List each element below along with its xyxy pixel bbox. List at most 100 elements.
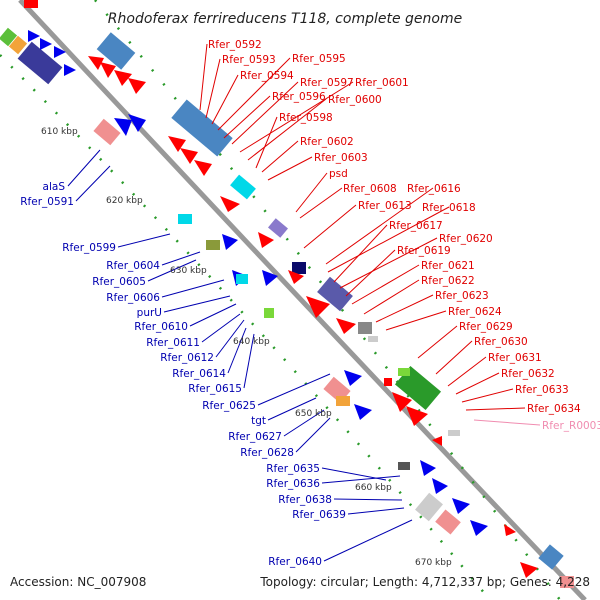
scale-label: 650 kbp: [295, 409, 332, 419]
gene-arrow: [88, 56, 104, 70]
gene-label[interactable]: Rfer_0597: [300, 77, 354, 89]
gene-label[interactable]: Rfer_0615: [188, 383, 242, 395]
gene-feature: [230, 174, 256, 200]
gene-label[interactable]: Rfer_0610: [134, 321, 188, 333]
gene-feature: [93, 118, 121, 146]
gene-arrow: [432, 478, 448, 494]
gene-label[interactable]: Rfer_0627: [228, 431, 282, 443]
gene-arrow: [220, 196, 240, 212]
gene-feature: [96, 32, 136, 70]
gene-feature: [264, 308, 274, 318]
gene-label[interactable]: Rfer_0605: [92, 276, 146, 288]
gene-label[interactable]: Rfer_0602: [300, 136, 354, 148]
gene-label[interactable]: Rfer_0622: [421, 275, 475, 287]
gene-arrow: [354, 404, 372, 420]
scale-label: 640 kbp: [233, 337, 270, 347]
gene-arrow: [128, 78, 146, 94]
gene-arrow: [336, 318, 356, 334]
gene-feature: [24, 0, 38, 8]
gene-label[interactable]: Rfer_0600: [328, 94, 382, 106]
gene-label[interactable]: Rfer_0633: [515, 384, 569, 396]
gene-label[interactable]: Rfer_0631: [488, 352, 542, 364]
gene-label[interactable]: Rfer_0636: [266, 478, 320, 490]
gene-features: [0, 0, 574, 588]
gene-feature: [398, 368, 410, 376]
gene-label[interactable]: Rfer_0618: [422, 202, 476, 214]
gene-arrow: [114, 118, 132, 136]
gene-feature: [415, 492, 443, 522]
gene-feature: [317, 276, 353, 312]
gene-label[interactable]: Rfer_0639: [292, 509, 346, 521]
gene-label[interactable]: purU: [137, 307, 162, 319]
gene-arrow: [168, 136, 186, 152]
gene-label[interactable]: Rfer_0598: [279, 112, 333, 124]
gene-label[interactable]: Rfer_0601: [355, 77, 409, 89]
gene-label[interactable]: Rfer_0604: [106, 260, 160, 272]
gene-label[interactable]: Rfer_0608: [343, 183, 397, 195]
gene-feature: [268, 218, 288, 238]
gene-label[interactable]: Rfer_0613: [358, 200, 412, 212]
gene-arrow: [114, 70, 132, 86]
scale-label: 660 kbp: [355, 483, 392, 493]
gene-label[interactable]: alaS: [43, 181, 66, 193]
gene-arrow: [54, 46, 66, 58]
gene-label[interactable]: Rfer_0625: [202, 400, 256, 412]
gene-label[interactable]: Rfer_0611: [146, 337, 200, 349]
gene-feature: [538, 544, 564, 570]
gene-feature: [368, 336, 378, 342]
accession-text: Accession: NC_007908: [10, 575, 146, 589]
gene-label[interactable]: Rfer_0596: [272, 91, 326, 103]
gene-arrow: [28, 30, 40, 42]
gene-label[interactable]: Rfer_R0003: [542, 420, 600, 432]
gene-label[interactable]: Rfer_0630: [474, 336, 528, 348]
gene-label[interactable]: Rfer_0634: [527, 403, 581, 415]
gene-label[interactable]: Rfer_0640: [268, 556, 322, 568]
gene-label[interactable]: Rfer_0595: [292, 53, 346, 65]
gene-feature: [17, 41, 63, 85]
genome-tracks: [0, 0, 587, 600]
gene-arrow: [128, 114, 146, 132]
gene-label[interactable]: Rfer_0628: [240, 447, 294, 459]
gene-label[interactable]: Rfer_0621: [421, 260, 475, 272]
gene-label[interactable]: Rfer_0592: [208, 39, 262, 51]
gene-arrow: [194, 160, 212, 176]
gene-label[interactable]: Rfer_0635: [266, 463, 320, 475]
gene-label[interactable]: psd: [329, 168, 348, 180]
gene-label[interactable]: tgt: [251, 415, 266, 427]
gene-label[interactable]: Rfer_0632: [501, 368, 555, 380]
gene-label[interactable]: Rfer_0593: [222, 54, 276, 66]
gene-label[interactable]: Rfer_0629: [459, 321, 513, 333]
gene-label[interactable]: Rfer_0638: [278, 494, 332, 506]
gene-label[interactable]: Rfer_0603: [314, 152, 368, 164]
gene-feature: [398, 462, 410, 470]
gene-label[interactable]: Rfer_0619: [397, 245, 451, 257]
reverse-labels: alaS Rfer_0591 Rfer_0599 Rfer_0604 Rfer_…: [20, 181, 346, 568]
gene-arrow: [520, 562, 538, 578]
gene-feature: [448, 430, 460, 436]
gene-arrow: [504, 524, 516, 536]
gene-label[interactable]: Rfer_0620: [439, 233, 493, 245]
gene-feature: [0, 27, 18, 47]
gene-label[interactable]: Rfer_0606: [106, 292, 160, 304]
gene-arrow: [306, 296, 330, 318]
gene-feature: [358, 322, 372, 334]
gene-feature: [394, 365, 442, 411]
gene-label[interactable]: Rfer_0599: [62, 242, 116, 254]
gene-label[interactable]: Rfer_0617: [389, 220, 443, 232]
gene-arrow: [344, 370, 362, 386]
scale-label: 670 kbp: [415, 558, 452, 568]
gene-label[interactable]: Rfer_0616: [407, 183, 461, 195]
gene-label[interactable]: Rfer_0614: [172, 368, 226, 380]
gene-label[interactable]: Rfer_0624: [448, 306, 502, 318]
leader-lines: [67, 43, 541, 562]
gene-label[interactable]: Rfer_0612: [160, 352, 214, 364]
gene-label[interactable]: Rfer_0591: [20, 196, 74, 208]
gene-arrow: [420, 460, 436, 476]
outer-tick-track: [94, 0, 562, 600]
gene-label[interactable]: Rfer_0594: [240, 70, 294, 82]
gene-label[interactable]: Rfer_0623: [435, 290, 489, 302]
genome-summary-text: Topology: circular; Length: 4,712,337 bp…: [259, 575, 590, 589]
gene-arrow: [64, 64, 76, 76]
gene-arrow: [100, 62, 116, 78]
